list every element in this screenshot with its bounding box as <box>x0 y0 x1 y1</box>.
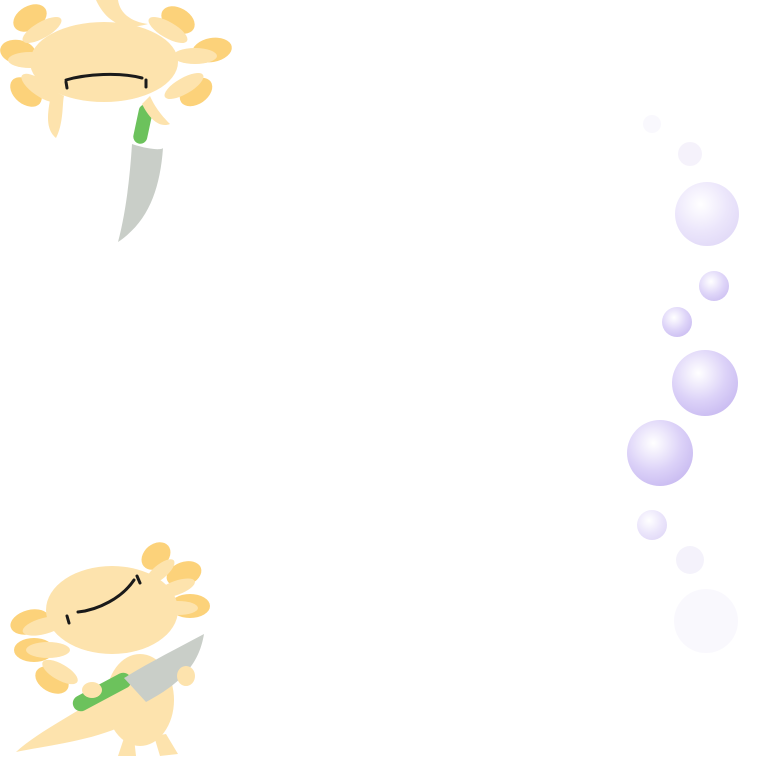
axolotl-bottom-icon <box>10 542 210 756</box>
bubbles-column <box>627 115 739 653</box>
bubble-icon <box>637 510 667 540</box>
bubble-icon <box>699 271 729 301</box>
bubble-icon <box>676 546 704 574</box>
knife-top-icon <box>118 104 163 242</box>
bubble-icon <box>678 142 702 166</box>
bubble-icon <box>672 350 738 416</box>
axolotl-top-icon <box>0 0 232 242</box>
bubble-icon <box>627 420 693 486</box>
bubble-icon <box>674 589 738 653</box>
bubble-icon <box>643 115 661 133</box>
bubble-icon <box>662 307 692 337</box>
bubble-icon <box>675 182 739 246</box>
knife-bottom-icon <box>72 634 204 712</box>
